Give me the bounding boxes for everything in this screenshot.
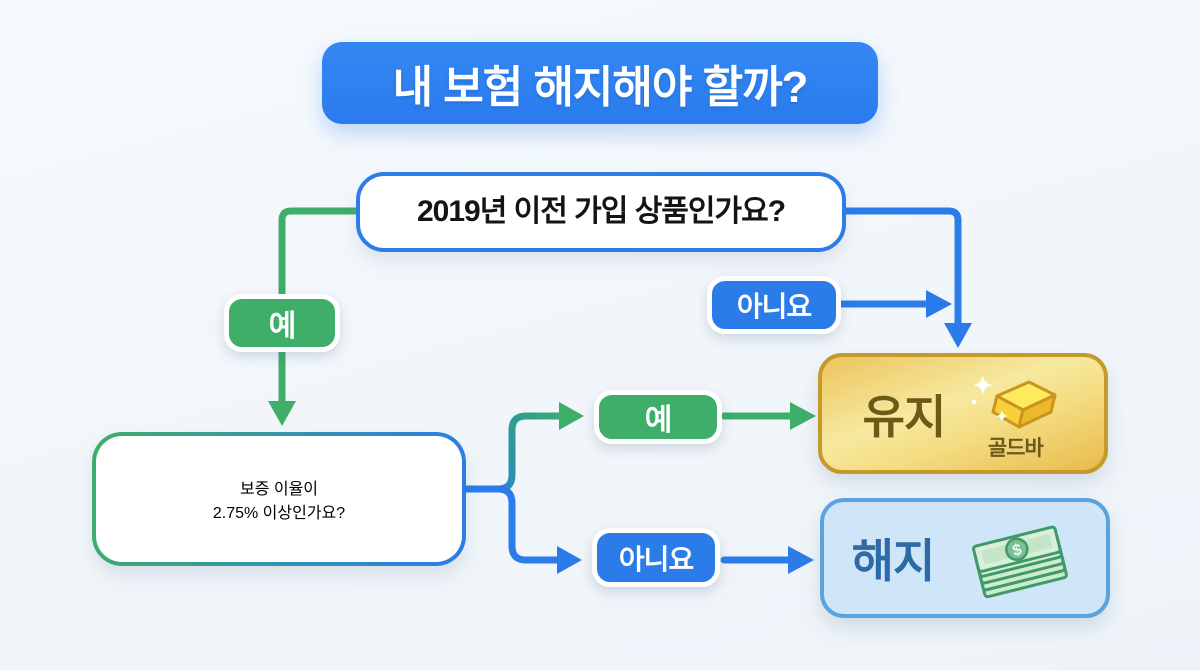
- title-banner: 내 보험 해지해야 할까?: [322, 42, 878, 124]
- money-stack-icon: $: [972, 525, 1069, 599]
- question2-line2: 2.75% 이상인가요?: [212, 505, 346, 522]
- connector-q2-no: [462, 485, 560, 564]
- yes-badge-1: 예: [224, 294, 340, 352]
- question2-line1: 보증 이율이: [239, 481, 319, 498]
- connector-q1-no: [842, 207, 962, 329]
- gold-bar-icon-block: 골드바: [967, 372, 1063, 462]
- arrowhead-q1-yes: [268, 401, 296, 426]
- question2-inner: 보증 이율이 2.75% 이상인가요?: [96, 436, 462, 562]
- cancel-outcome-box: 해지 $: [820, 498, 1110, 618]
- no-badge-2: 아니요: [592, 528, 720, 587]
- arrowhead-yes2: [790, 402, 816, 430]
- yes-badge-1-label: 예: [268, 310, 297, 343]
- gold-bar-caption: 골드바: [987, 436, 1044, 460]
- question1-text: 2019년 이전 가입 상품인가요?: [416, 195, 786, 228]
- keep-outcome-box: 유지 골드바: [818, 353, 1108, 474]
- arrowhead-q2-no: [557, 546, 582, 574]
- keep-label: 유지: [862, 390, 947, 443]
- connector-q2-yes: [462, 412, 562, 493]
- arrowhead-q2-yes: [559, 402, 584, 430]
- gold-bar-icon: [971, 374, 1057, 428]
- page-title: 내 보험 해지해야 할까?: [392, 63, 809, 112]
- yes-badge-2: 예: [594, 390, 722, 444]
- arrowhead-no1: [926, 290, 952, 318]
- no-badge-2-label: 아니요: [618, 543, 694, 575]
- cancel-label: 해지: [851, 535, 936, 587]
- arrowhead-no2: [788, 546, 814, 574]
- question2-box: 보증 이율이 2.75% 이상인가요?: [92, 432, 466, 566]
- svg-text:$: $: [1011, 541, 1024, 560]
- yes-badge-2-label: 예: [644, 404, 673, 437]
- question1-box: 2019년 이전 가입 상품인가요?: [356, 172, 846, 252]
- no-badge-1: 아니요: [707, 276, 841, 334]
- arrowhead-q1-no: [944, 323, 972, 348]
- no-badge-1-label: 아니요: [736, 291, 812, 322]
